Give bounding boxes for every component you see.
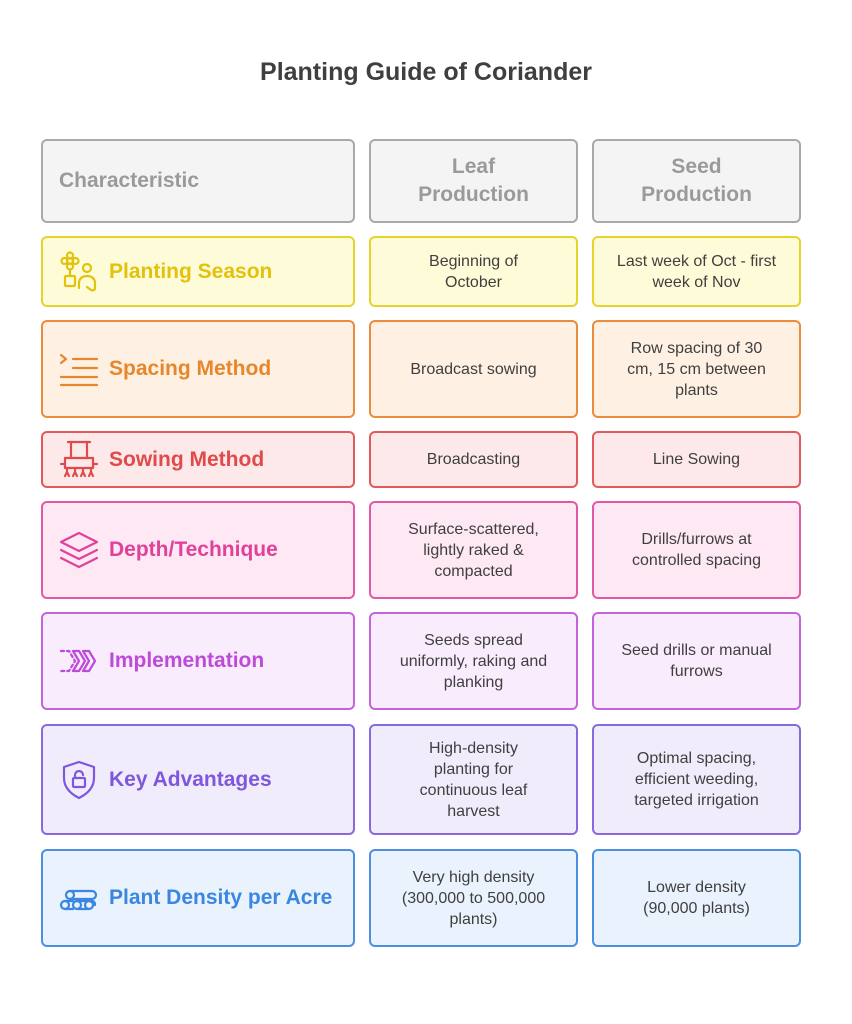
logs-icon [57,876,101,920]
row-sowing-method-seed: Line Sowing [592,431,801,488]
seed-drill-icon [57,438,101,482]
header-characteristic-label: Characteristic [59,169,200,192]
row-spacing-method-leaf: Broadcast sowing [369,320,578,418]
leaf-value: Broadcasting [426,451,521,468]
row-planting-season-label: Planting Season [109,259,273,283]
row-implementation-label-cell: Implementation [41,612,355,710]
seed-value: Line Sowing [652,451,741,468]
header-seed-production: Seed Production [592,139,801,223]
row-key-advantages-label-cell: Key Advantages [41,724,355,835]
row-spacing-method-label: Spacing Method [109,357,272,380]
layers-icon [57,528,101,572]
row-implementation-leaf: Seeds spread uniformly, raking and plank… [369,612,578,710]
row-planting-season-seed: Last week of Oct - first week of Nov [592,236,801,307]
seed-value: Seed drills or manual furrows [621,642,772,680]
header-characteristic: Characteristic [41,139,355,223]
row-key-advantages-leaf: High-density planting for continuous lea… [369,724,578,835]
row-sowing-method-leaf: Broadcasting [369,431,578,488]
text-indent-icon [57,347,101,391]
leaf-value: Seeds spread uniformly, raking and plank… [399,631,548,691]
row-key-advantages-label: Key Advantages [109,767,272,791]
header-leaf-production: Leaf Production [369,139,578,223]
row-depth-technique-label: Depth/Technique [109,538,278,561]
row-planting-season-label-cell: Planting Season [41,236,355,307]
header-leaf-label: Leaf Production [418,155,529,206]
row-depth-technique-leaf: Surface-scattered, lightly raked & compa… [369,501,578,599]
seed-value: Last week of Oct - first week of Nov [616,252,777,291]
leaf-value: Beginning of October [429,252,518,291]
seed-value: Drills/furrows at controlled spacing [632,531,761,569]
flower-person-icon [57,250,101,294]
row-key-advantages-seed: Optimal spacing, efficient weeding, targ… [592,724,801,835]
row-implementation-label: Implementation [109,649,265,672]
row-implementation-seed: Seed drills or manual furrows [592,612,801,710]
row-plant-density-label: Plant Density per Acre [109,886,333,909]
row-depth-technique-label-cell: Depth/Technique [41,501,355,599]
shield-lock-icon [57,758,101,802]
leaf-value: High-density planting for continuous lea… [419,739,528,820]
seed-value: Lower density (90,000 plants) [643,879,750,917]
row-planting-season-leaf: Beginning of October [369,236,578,307]
row-plant-density-leaf: Very high density (300,000 to 500,000 pl… [369,849,578,947]
page-title: Planting Guide of Coriander [260,58,592,86]
row-sowing-method-label-cell: Sowing Method [41,431,355,488]
row-spacing-method-label-cell: Spacing Method [41,320,355,418]
leaf-value: Broadcast sowing [410,360,537,378]
row-plant-density-seed: Lower density (90,000 plants) [592,849,801,947]
row-sowing-method-label: Sowing Method [109,447,265,471]
row-depth-technique-seed: Drills/furrows at controlled spacing [592,501,801,599]
leaf-value: Surface-scattered, lightly raked & compa… [408,520,539,580]
seed-value: Optimal spacing, efficient weeding, targ… [634,750,759,809]
seed-value: Row spacing of 30 cm, 15 cm between plan… [627,339,766,399]
row-plant-density-label-cell: Plant Density per Acre [41,849,355,947]
chevrons-right-icon [57,639,101,683]
leaf-value: Very high density (300,000 to 500,000 pl… [401,868,546,928]
header-seed-label: Seed Production [641,155,752,206]
row-spacing-method-seed: Row spacing of 30 cm, 15 cm between plan… [592,320,801,418]
